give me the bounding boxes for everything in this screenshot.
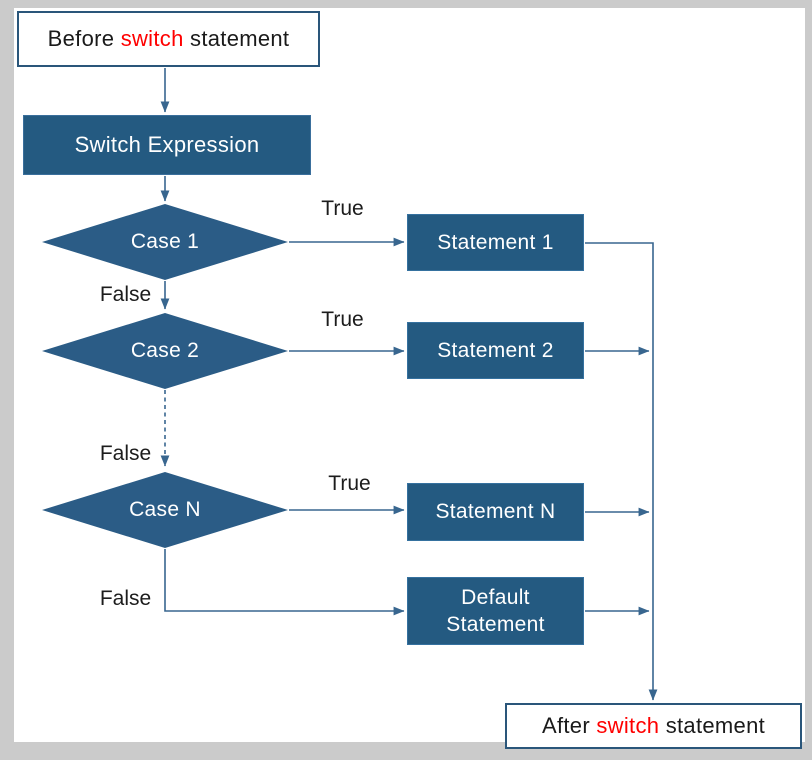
- after-text-prefix: After: [541, 713, 597, 738]
- switch-keyword: switch: [596, 713, 660, 738]
- statement-n-label: Statement N: [435, 500, 556, 523]
- before-text: Before switch statement: [48, 26, 290, 52]
- true-label-casen: True: [328, 472, 371, 495]
- statement-n-box: Statement N: [407, 483, 584, 541]
- case-n-label: Case N: [129, 498, 201, 521]
- true-label-case1: True: [321, 197, 364, 220]
- statement-2-box: Statement 2: [407, 322, 584, 379]
- false-label-case1: False: [99, 283, 152, 306]
- statement-2-label: Statement 2: [437, 338, 554, 362]
- before-text-prefix: Before: [47, 26, 121, 51]
- case-1-label: Case 1: [130, 230, 200, 253]
- false-label-case2: False: [99, 442, 152, 465]
- before-switch-box: Before switch statement: [17, 11, 320, 67]
- case-2-label: Case 2: [130, 339, 200, 362]
- false-label-casen: False: [99, 587, 152, 610]
- switch-expression-label: Switch Expression: [74, 132, 260, 157]
- before-text-suffix: statement: [183, 26, 290, 51]
- after-text-suffix: statement: [659, 713, 766, 738]
- default-statement-box: Default Statement: [407, 577, 584, 645]
- after-switch-box: After switch statement: [505, 703, 802, 749]
- after-text: After switch statement: [542, 713, 765, 739]
- true-label-case2: True: [321, 308, 364, 331]
- switch-keyword: switch: [120, 26, 184, 51]
- statement-1-box: Statement 1: [407, 214, 584, 271]
- default-label-line2: Statement: [446, 613, 545, 636]
- default-label-line1: Default: [461, 586, 530, 609]
- switch-expression-box: Switch Expression: [23, 115, 311, 175]
- statement-1-label: Statement 1: [437, 230, 554, 254]
